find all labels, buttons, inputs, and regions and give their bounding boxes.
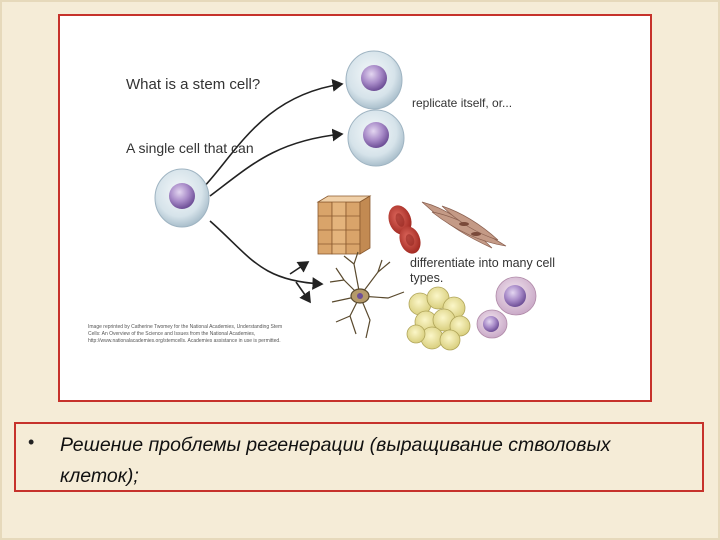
arrow-branch-neuron — [295, 281, 311, 304]
stem-cell-copy-top — [345, 50, 403, 110]
white-blood-cell-large-icon — [495, 276, 537, 316]
muscle-cells-icon — [421, 201, 507, 249]
diagram-graphics — [154, 50, 537, 351]
single-cell-caption: A single cell that can — [126, 140, 254, 156]
arrows — [199, 79, 344, 304]
stem-cell-copy-bottom — [347, 109, 405, 167]
stem-cell-diagram: What is a stem cell? A single cell that … — [58, 14, 652, 402]
image-credit: Image reprinted by Catherine Twomey for … — [88, 324, 283, 344]
fat-cells-icon — [406, 286, 471, 351]
neuron-icon — [329, 251, 405, 339]
arrow-to-replicate-bottom — [209, 128, 344, 197]
arrow-to-replicate-top — [199, 79, 344, 192]
differentiate-caption: differentiate into many cell types. — [410, 256, 555, 285]
arrow-to-differentiate — [209, 220, 324, 290]
bullet-text: Решение проблемы регенерации (выращивани… — [60, 434, 611, 487]
diagram-question: What is a stem cell? — [126, 76, 261, 93]
epithelial-cells-icon — [316, 195, 372, 255]
bullet-marker: • — [28, 432, 35, 452]
stem-cell-source — [154, 168, 210, 228]
replicate-caption: replicate itself, or... — [412, 96, 513, 110]
arrow-branch-muscle — [289, 261, 310, 275]
red-blood-cells-icon — [388, 205, 421, 254]
bullet-box: • Решение проблемы регенерации (выращива… — [14, 422, 704, 492]
white-blood-cell-small-icon — [476, 309, 508, 339]
